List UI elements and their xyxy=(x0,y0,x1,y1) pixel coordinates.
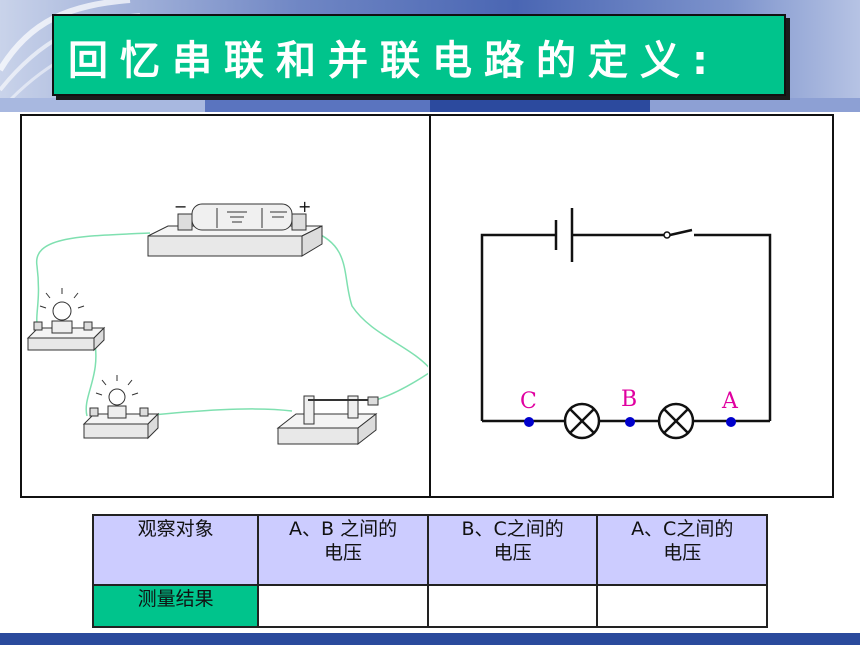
battery-holder: − + xyxy=(147,197,323,257)
point-a xyxy=(726,417,736,427)
page-title: 回忆串联和并联电路的定义: xyxy=(68,38,720,84)
result-cell-ac[interactable] xyxy=(596,584,768,628)
diagram-panel xyxy=(20,114,834,498)
label-c: C xyxy=(520,389,537,414)
table-row: 测量结果 xyxy=(91,584,768,628)
wire-left xyxy=(480,233,556,421)
lamp-1-icon xyxy=(563,402,601,440)
measurement-table: 观察对象 A、B 之间的 电压 B、C之间的 电压 A、C之间的 电压 测量结果 xyxy=(91,514,768,628)
result-cell-ab[interactable] xyxy=(257,584,429,628)
table-header-result: 测量结果 xyxy=(91,584,260,628)
footer-bar xyxy=(0,633,860,645)
table-header-observe: 观察对象 xyxy=(91,514,260,586)
table-header-ac: A、C之间的 电压 xyxy=(596,514,768,586)
label-b: B xyxy=(621,387,637,412)
header-color-strip xyxy=(0,98,860,112)
point-b xyxy=(625,417,635,427)
lamp-2-icon xyxy=(657,402,695,440)
wire-battery-bulb1 xyxy=(36,232,151,330)
label-a: A xyxy=(721,389,739,414)
bulb-2 xyxy=(82,375,160,440)
table-header-bc: B、C之间的 电压 xyxy=(426,514,599,586)
switch-blade xyxy=(669,228,693,237)
svg-text:+: + xyxy=(298,197,311,216)
wire-bulb2-switch xyxy=(141,408,293,417)
physical-circuit: − + xyxy=(26,197,428,446)
table-header-ab: A、B 之间的 电压 xyxy=(257,514,429,586)
panel-divider xyxy=(429,114,431,496)
wire-right xyxy=(694,233,772,421)
svg-text:−: − xyxy=(174,197,187,216)
title-box: 回忆串联和并联电路的定义: xyxy=(52,14,786,96)
switch xyxy=(276,395,379,446)
schematic-circuit: C B A xyxy=(480,208,772,440)
bulb-1 xyxy=(26,288,106,352)
table-row: 观察对象 A、B 之间的 电压 B、C之间的 电压 A、C之间的 电压 xyxy=(91,514,768,586)
result-cell-bc[interactable] xyxy=(426,584,599,628)
wire-switch-battery xyxy=(311,230,428,402)
point-c xyxy=(524,417,534,427)
